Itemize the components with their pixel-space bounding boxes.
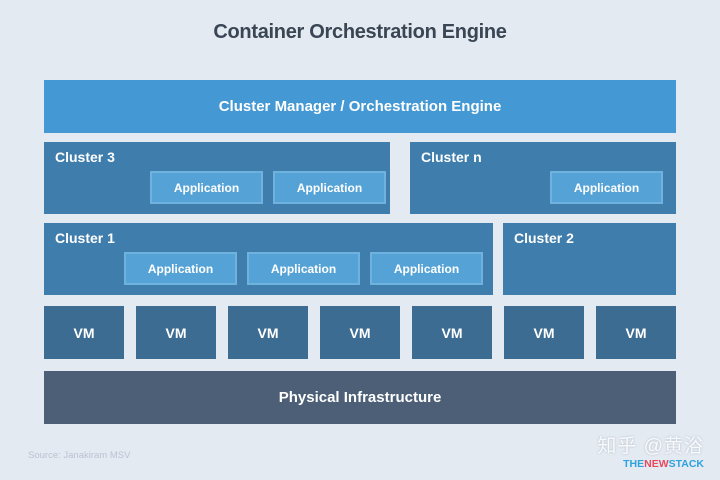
vm-label: VM	[257, 324, 279, 341]
vm-box: VM	[228, 306, 308, 359]
vm-label: VM	[73, 324, 95, 341]
application-box: Application	[273, 171, 386, 204]
vm-box: VM	[412, 306, 492, 359]
cluster-row-bottom: Cluster 1 Application Application Applic…	[44, 223, 676, 295]
cluster-3-apps: Application Application	[150, 171, 386, 204]
logo-new: NEW	[644, 457, 669, 470]
cluster-row-top: Cluster 3 Application Application Cluste…	[44, 142, 676, 214]
cluster-1-apps: Application Application Application	[124, 252, 483, 285]
cluster-3-label: Cluster 3	[55, 149, 115, 165]
cluster-1-label: Cluster 1	[55, 230, 115, 246]
vm-box: VM	[44, 306, 124, 359]
application-box: Application	[370, 252, 483, 285]
thenewstack-logo: THENEWSTACK	[597, 459, 704, 470]
vm-label: VM	[165, 324, 187, 341]
physical-infrastructure-bar: Physical Infrastructure	[44, 371, 676, 424]
vm-label: VM	[625, 324, 647, 341]
vm-row: VM VM VM VM VM VM VM	[44, 306, 676, 359]
source-credit: Source: Janakiram MSV	[28, 450, 131, 461]
cluster-1-box: Cluster 1 Application Application Applic…	[44, 223, 493, 295]
vm-label: VM	[349, 324, 371, 341]
application-box: Application	[150, 171, 263, 204]
application-label: Application	[393, 261, 460, 276]
physical-infrastructure-label: Physical Infrastructure	[278, 389, 442, 406]
vm-box: VM	[596, 306, 676, 359]
vm-label: VM	[533, 324, 555, 341]
vm-box: VM	[136, 306, 216, 359]
logo-the: THE	[623, 457, 645, 470]
cluster-n-label: Cluster n	[421, 149, 482, 165]
cluster-manager-label: Cluster Manager / Orchestration Engine	[218, 98, 502, 115]
application-box: Application	[124, 252, 237, 285]
watermark: 知乎 @黄浴 THENEWSTACK	[597, 436, 704, 470]
application-label: Application	[270, 261, 337, 276]
cluster-2-box: Cluster 2	[503, 223, 676, 295]
logo-stack: STACK	[668, 457, 704, 470]
cluster-n-apps: Application	[550, 171, 663, 204]
application-label: Application	[296, 180, 363, 195]
cluster-3-box: Cluster 3 Application Application	[44, 142, 390, 214]
cluster-manager-banner: Cluster Manager / Orchestration Engine	[44, 80, 676, 133]
architecture-stack: Cluster Manager / Orchestration Engine C…	[44, 80, 676, 424]
page-title: Container Orchestration Engine	[213, 21, 507, 43]
vm-box: VM	[320, 306, 400, 359]
application-box: Application	[247, 252, 360, 285]
zhihu-watermark-text: 知乎 @黄浴	[597, 436, 704, 457]
cluster-n-box: Cluster n Application	[410, 142, 676, 214]
application-label: Application	[573, 180, 640, 195]
application-box: Application	[550, 171, 663, 204]
vm-label: VM	[441, 324, 463, 341]
application-label: Application	[173, 180, 240, 195]
vm-box: VM	[504, 306, 584, 359]
application-label: Application	[147, 261, 214, 276]
cluster-2-label: Cluster 2	[514, 230, 574, 246]
